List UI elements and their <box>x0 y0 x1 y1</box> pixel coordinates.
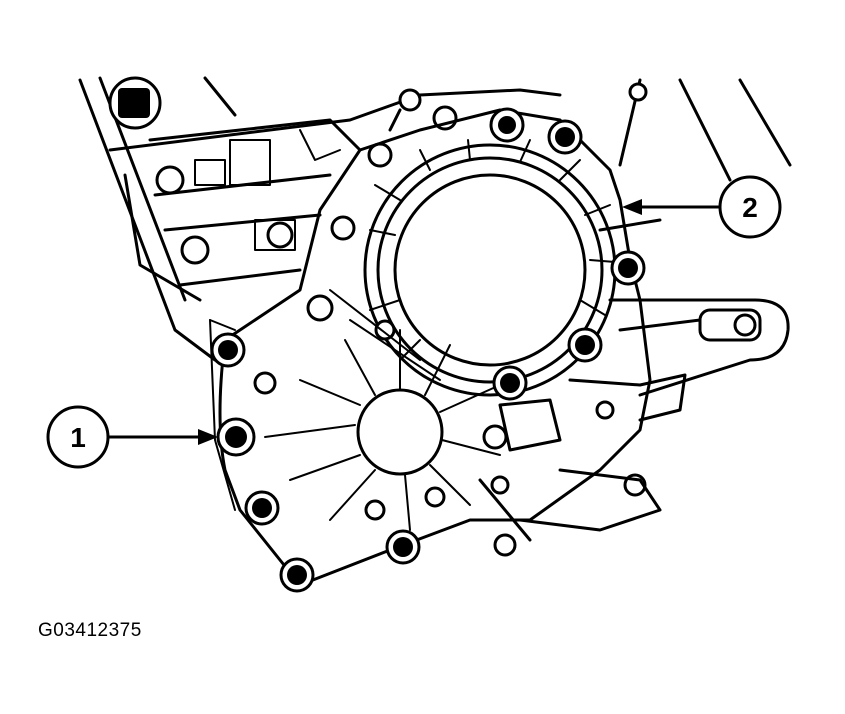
lower-bore <box>253 289 562 531</box>
upper-bore <box>363 139 617 397</box>
callout-2: 2 <box>622 175 782 239</box>
figure-id-label: G03412375 <box>38 620 142 641</box>
callout-1-number: 1 <box>70 422 86 453</box>
callout-1-arrowhead <box>198 429 218 445</box>
callout-2-number: 2 <box>742 192 758 223</box>
bolts <box>210 107 646 593</box>
upper-bracket <box>78 76 562 362</box>
callout-2-circle <box>718 175 782 239</box>
callout-2-arrowhead <box>622 199 642 215</box>
callout-1-circle <box>46 405 110 469</box>
callout-1: 1 <box>46 405 218 469</box>
right-linkage <box>478 78 792 557</box>
